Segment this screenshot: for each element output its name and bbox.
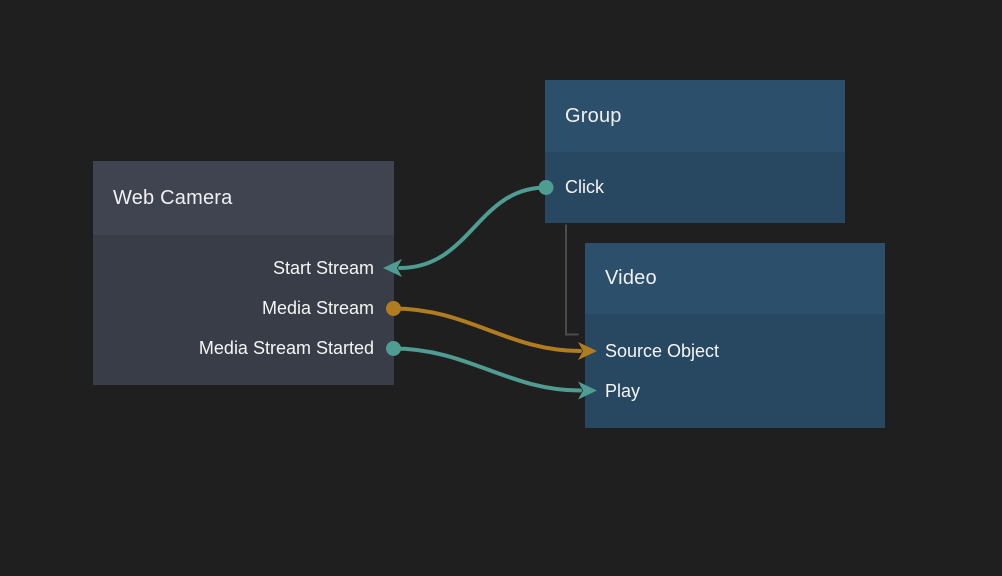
port-start-stream[interactable]: Start Stream <box>93 248 394 288</box>
node-video-body: Source Object Play <box>585 314 885 428</box>
port-source-object-label: Source Object <box>605 341 720 361</box>
node-web-camera-title: Web Camera <box>113 186 233 209</box>
port-media-stream-started[interactable]: Media Stream Started <box>93 328 394 368</box>
port-click[interactable]: Click <box>545 167 845 207</box>
node-video-header[interactable]: Video <box>585 243 885 314</box>
wire-media-stream-started-to-play[interactable] <box>391 346 582 393</box>
node-video-title: Video <box>605 267 657 289</box>
node-video[interactable]: Video Source Object Play <box>585 243 885 428</box>
node-web-camera-body: Start Stream Media Stream Media Stream S… <box>93 235 394 385</box>
port-play[interactable]: Play <box>585 371 885 411</box>
port-source-object[interactable]: Source Object <box>585 331 885 371</box>
wire-media-stream-to-source-object[interactable] <box>391 306 582 353</box>
port-click-label: Click <box>565 177 604 197</box>
port-media-stream[interactable]: Media Stream <box>93 288 394 328</box>
port-start-stream-label: Start Stream <box>272 258 374 278</box>
node-group[interactable]: Group Click <box>545 80 845 223</box>
node-group-title: Group <box>565 104 622 127</box>
port-play-label: Play <box>605 381 641 401</box>
wire-click-to-start-stream[interactable] <box>398 185 548 270</box>
node-web-camera-header[interactable]: Web Camera <box>93 161 394 235</box>
node-group-header[interactable]: Group <box>545 80 845 152</box>
port-media-stream-started-label: Media Stream Started <box>198 338 374 358</box>
node-web-camera[interactable]: Web Camera Start Stream Media Stream Med… <box>93 161 394 385</box>
wire-group-to-video-link[interactable] <box>565 224 579 336</box>
node-group-body: Click <box>545 152 845 223</box>
port-media-stream-label: Media Stream <box>261 298 374 318</box>
